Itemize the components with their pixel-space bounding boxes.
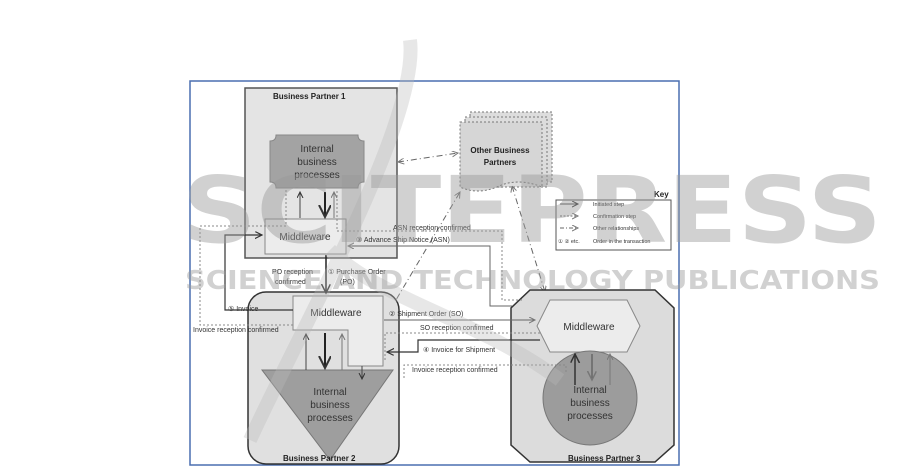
legend-title: Key: [654, 190, 669, 199]
bp2-internal-label: Internal: [313, 387, 346, 398]
asn-confirmed-label: ASN reception confirmed: [393, 225, 471, 232]
legend-item: Initiated step: [593, 202, 624, 208]
business-partner-3: Middleware Internal business processes B…: [510, 289, 675, 463]
flows: [199, 190, 567, 378]
legend: Key Initiated step Confirmation step Oth…: [555, 190, 672, 251]
business-partner-2: Middleware Internal business processes B…: [247, 291, 400, 465]
bp1-internal-processes: [269, 134, 365, 189]
po-label: ① Purchase Order: [328, 268, 386, 276]
so-label: ② Shipment Order (SO): [389, 310, 463, 318]
po-confirmed-label: PO reception: [272, 269, 313, 276]
bp1-internal-label: business: [297, 157, 336, 168]
bp1-middleware: [264, 218, 347, 255]
bp2-title: Business Partner 2: [283, 454, 356, 463]
bp1-title: Business Partner 1: [273, 92, 346, 101]
bp2-internal-label: processes: [307, 413, 353, 424]
bp3-internal-label: Internal: [573, 385, 606, 396]
bp1-internal-label: processes: [294, 170, 340, 181]
po-label: (PO): [340, 279, 355, 286]
bp3-middleware-label: Middleware: [563, 322, 615, 333]
invoice-confirmed-right-label: Invoice reception confirmed: [412, 367, 498, 374]
watermark-main: SCITEPRESS: [182, 157, 882, 264]
legend-item: Other relationships: [593, 226, 639, 232]
invoice-shipment-label: ④ Invoice for Shipment: [423, 346, 495, 354]
legend-item: Confirmation step: [593, 214, 636, 220]
invoice-confirmed-left-label: Invoice reception confirmed: [193, 327, 279, 334]
legend-order-symbol: ① ② etc.: [558, 238, 580, 245]
legend-item: Order in the transaction: [593, 239, 650, 245]
bp3-internal-label: processes: [567, 411, 613, 422]
asn-label: ③ Advance Ship Notice (ASN): [356, 236, 450, 244]
po-confirmed-label: confirmed: [275, 279, 306, 286]
business-partner-1: Business Partner 1 Internal business pro…: [244, 87, 398, 259]
bp3-internal-label: business: [570, 398, 609, 409]
bp1-internal-label: Internal: [300, 144, 333, 155]
other-business-partners: Other Business Partners: [459, 111, 553, 192]
bp3-title: Business Partner 3: [568, 454, 641, 463]
so-confirmed-label: SO reception confirmed: [420, 325, 494, 332]
other-partners-label: Other Business: [470, 146, 530, 155]
watermark-sub: SCIENCE AND TECHNOLOGY PUBLICATIONS: [185, 266, 880, 296]
other-partners-label: Partners: [484, 158, 517, 167]
watermark: SCITEPRESS SCIENCE AND TECHNOLOGY PUBLIC…: [182, 39, 882, 443]
bp2-middleware-label: Middleware: [310, 308, 362, 319]
bp1-middleware-label: Middleware: [279, 232, 331, 243]
invoice-label: ⑤ Invoice: [228, 305, 259, 313]
bp2-internal-label: business: [310, 400, 349, 411]
